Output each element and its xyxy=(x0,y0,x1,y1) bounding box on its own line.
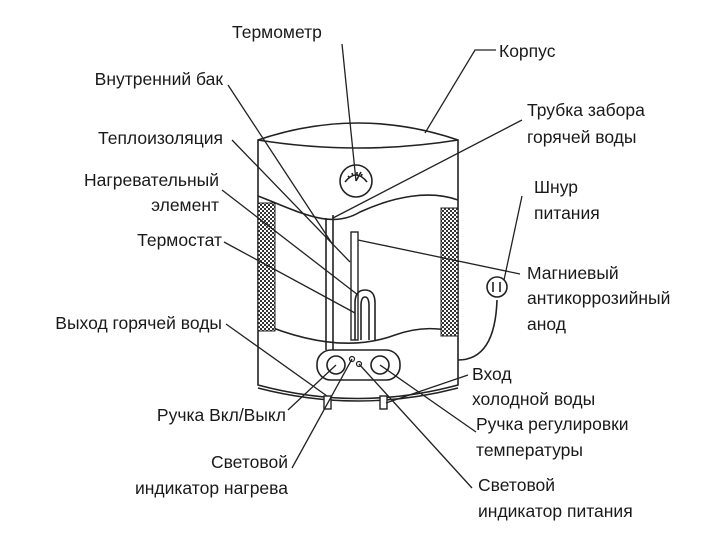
insulation-right xyxy=(440,207,459,337)
label-power-indicator-2: индикатор питания xyxy=(478,501,633,521)
label-heat-indicator-1: Световой xyxy=(211,452,288,472)
label-hot-intake-tube-2: горячей воды xyxy=(527,127,636,147)
plug-icon xyxy=(486,276,508,298)
leader-lines xyxy=(221,43,523,489)
label-thermometer: Термометр xyxy=(232,22,322,42)
label-temp-knob-2: температуры xyxy=(476,440,583,460)
label-heating-element-1: Нагревательный xyxy=(84,170,219,190)
label-anode-3: анод xyxy=(527,314,566,334)
label-power-cord-1: Шнур xyxy=(534,177,578,197)
label-cold-inlet-2: холодной воды xyxy=(472,389,595,409)
label-anode-2: антикоррозийный xyxy=(527,288,670,308)
on-off-knob[interactable] xyxy=(326,355,346,375)
insulation-left xyxy=(257,202,276,332)
label-hot-water-outlet: Выход горячей воды xyxy=(55,313,222,333)
label-body: Корпус xyxy=(499,41,556,61)
label-thermostat: Термостат xyxy=(137,230,222,250)
label-on-off-knob: Ручка Вкл/Выкл xyxy=(157,405,286,425)
label-temp-knob-1: Ручка регулировки xyxy=(476,414,629,434)
heating-element xyxy=(354,289,376,340)
power-cord xyxy=(457,299,498,361)
label-heat-indicator-2: индикатор нагрева xyxy=(135,478,288,498)
label-power-cord-2: питания xyxy=(534,203,600,223)
label-heating-element-2: элемент xyxy=(151,195,219,215)
control-panel xyxy=(316,349,401,381)
label-inner-tank: Внутренний бак xyxy=(95,69,224,89)
temperature-knob[interactable] xyxy=(370,355,390,375)
label-anode-1: Магниевый xyxy=(527,263,619,283)
heater-body xyxy=(257,122,459,402)
label-cold-inlet-1: Вход xyxy=(472,364,512,384)
hot-water-tube xyxy=(325,215,334,350)
label-power-indicator-1: Световой xyxy=(478,475,555,495)
label-hot-intake-tube-1: Трубка забора xyxy=(527,100,645,120)
label-insulation: Теплоизоляция xyxy=(98,128,223,148)
